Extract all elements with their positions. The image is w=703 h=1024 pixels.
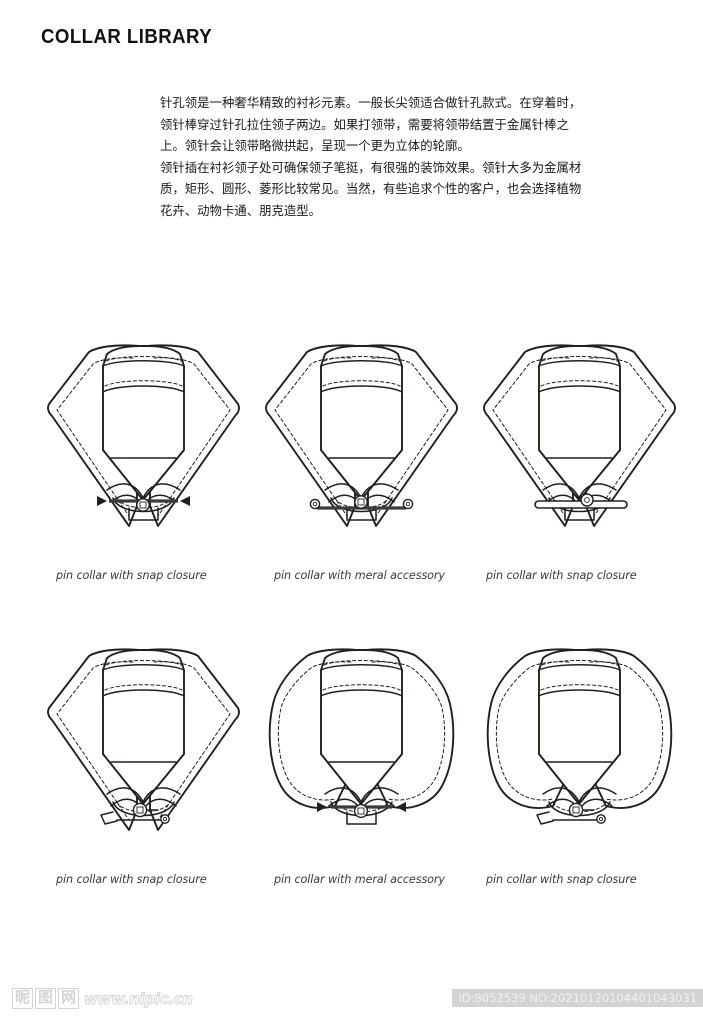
collar-item-4[interactable]: pin collar with snap closure [34, 634, 252, 886]
body-paragraph-2: 领针插在衬衫领子处可确保领子笔挺，有很强的装饰效果。领针大多为金属材质，矩形、圆… [160, 159, 582, 218]
collar-caption-4: pin collar with snap closure [56, 873, 207, 886]
watermark-char-3: 网 [58, 988, 79, 1009]
collar-illustration-long-point-eyelet [264, 344, 458, 527]
watermark-url: www.nipic.cn [84, 989, 194, 1008]
collar-caption-3: pin collar with snap closure [486, 569, 637, 582]
page-title: COLLAR LIBRARY [41, 26, 213, 48]
collar-item-5[interactable]: pin collar with meral accessory [252, 634, 470, 886]
collar-row-1: pin collar with snap closure [0, 330, 703, 582]
body-copy: 针孔领是一种奢华精致的衬衫元素。一般长尖领适合做针孔款式。在穿着时，领针棒穿过针… [160, 92, 590, 221]
collar-item-3[interactable]: pin collar with snap closure [470, 330, 688, 582]
collar-illustration-long-point-snap-tab [46, 648, 240, 831]
body-paragraph-1: 针孔领是一种奢华精致的衬衫元素。一般长尖领适合做针孔款式。在穿着时，领针棒穿过针… [160, 95, 582, 153]
collar-illustration-club-round-snap-tab [486, 648, 672, 825]
collar-caption-6: pin collar with snap closure [486, 873, 637, 886]
watermark-chinese-logo: 昵 图 网 [12, 988, 79, 1009]
collar-item-1[interactable]: pin collar with snap closure [34, 330, 252, 582]
collar-illustration-club-round-arrow-pin [268, 648, 454, 825]
collar-caption-2: pin collar with meral accessory [274, 569, 445, 582]
collar-item-6[interactable]: pin collar with snap closure [470, 634, 688, 886]
collar-illustration-long-point-wide-bar [482, 344, 676, 527]
collar-caption-5: pin collar with meral accessory [274, 873, 445, 886]
watermark-char-1: 昵 [12, 988, 33, 1009]
collar-item-2[interactable]: pin collar with meral accessory [252, 330, 470, 582]
collar-illustration-long-point-arrow-pin [46, 344, 240, 527]
collar-caption-1: pin collar with snap closure [56, 569, 207, 582]
collar-row-2: pin collar with snap closure [0, 634, 703, 886]
watermark: 昵 图 网 www.nipic.cn [12, 988, 193, 1009]
footer: 昵 图 网 www.nipic.cn ID:8052539 NO:2021012… [0, 988, 703, 1024]
watermark-char-2: 图 [35, 988, 56, 1009]
id-badge: ID:8052539 NO:20210120104401043031 [452, 989, 703, 1007]
collar-grid: pin collar with snap closure [0, 330, 703, 886]
